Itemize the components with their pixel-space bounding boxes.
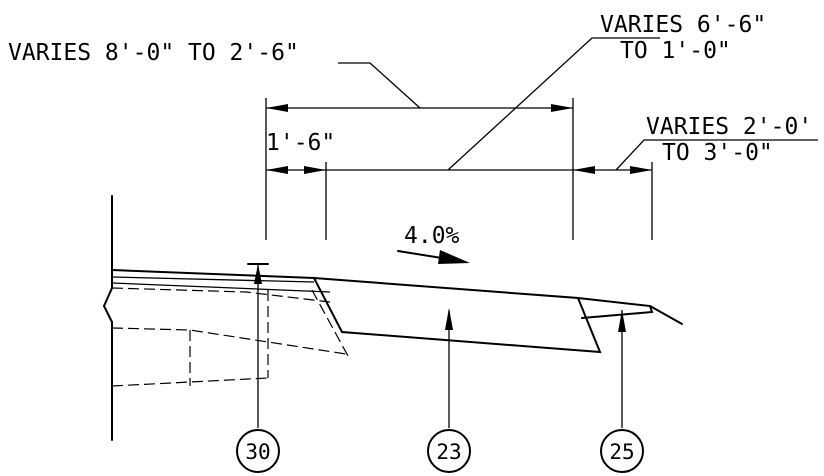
callout-23-label: 23: [436, 440, 461, 464]
callout-leader-25: [618, 310, 626, 428]
callout-23: 23: [427, 429, 471, 473]
slope-label: 4.0%: [404, 223, 460, 249]
edge-offset-dimension-label: 1'-6": [266, 130, 335, 156]
right-width-dimension-line: [573, 166, 652, 174]
callout-30: 30: [236, 429, 280, 473]
right-width-leader: [615, 139, 818, 171]
edge-offset-dimension-line: [266, 166, 326, 174]
overall-width-dimension-label: VARIES 8'-0" TO 2'-6": [8, 40, 299, 66]
callout-leader-30: [247, 263, 269, 428]
slab-wedge-23: [312, 276, 602, 354]
edge-piece-25: [577, 297, 654, 319]
right-width-dimension-label-line2: TO 3'-0": [662, 140, 773, 166]
overall-width-leader: [338, 62, 421, 109]
barrier-wall-outline: [102, 195, 113, 441]
inner-width-dimension-label-line2: TO 1'-0": [620, 38, 731, 64]
slope-arrow: [397, 250, 470, 264]
callout-25-label: 25: [609, 440, 634, 464]
inner-width-dimension-label-line1: VARIES 6'-6": [600, 12, 766, 38]
inner-width-leader: [447, 37, 660, 171]
deck-overlay-line: [111, 276, 315, 283]
callout-leader-23: [445, 308, 453, 428]
callout-30-label: 30: [245, 440, 270, 464]
overall-width-dimension-line: [266, 104, 573, 112]
ground-tie-line: [649, 305, 683, 325]
deck-existing-line: [111, 282, 331, 293]
callout-25: 25: [600, 429, 644, 473]
right-width-dimension-label-line1: VARIES 2'-0': [646, 114, 812, 140]
existing-structure-dashed: [111, 287, 349, 387]
deck-top-surface: [111, 269, 315, 279]
